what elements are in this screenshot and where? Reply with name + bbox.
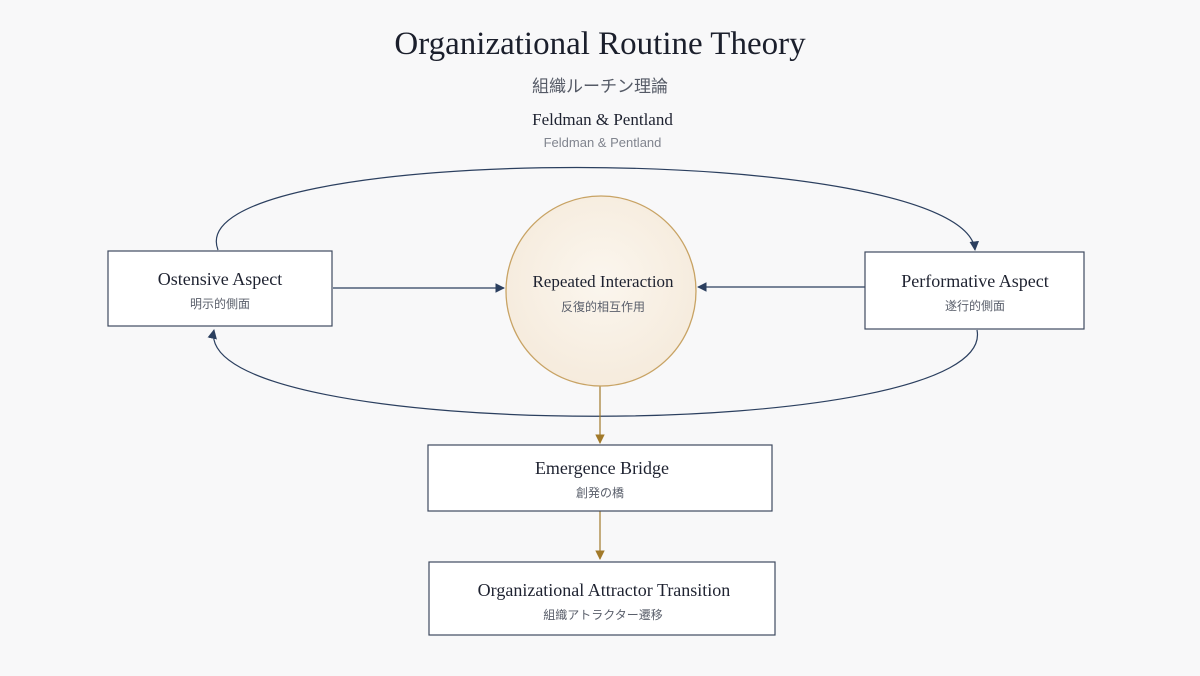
diagram-title: Organizational Routine Theory — [394, 26, 806, 62]
top-loop-arrow — [215, 166, 979, 251]
emergence-bridge-label: Emergence Bridge — [535, 458, 669, 478]
authors-label: Feldman & Pentland — [532, 110, 673, 129]
authors-sublabel: Feldman & Pentland — [543, 135, 662, 150]
repeated-interaction-node: Repeated Interaction 反復的相互作用 — [505, 195, 697, 387]
performative-node: Performative Aspect 遂行的側面 — [864, 251, 1085, 330]
attractor-transition-sublabel: 組織アトラクター遷移 — [543, 608, 663, 622]
emergence-bridge-node: Emergence Bridge 創発の橋 — [427, 444, 773, 512]
repeated-interaction-label: Repeated Interaction — [532, 272, 674, 291]
emergence-bridge-sublabel: 創発の橋 — [576, 486, 624, 500]
attractor-transition-node: Organizational Attractor Transition 組織アト… — [428, 561, 776, 636]
ostensive-label: Ostensive Aspect — [158, 269, 282, 289]
diagram-subtitle: 組織ルーチン理論 — [532, 77, 668, 97]
attractor-transition-label: Organizational Attractor Transition — [478, 580, 731, 600]
performative-label: Performative Aspect — [901, 271, 1048, 291]
ostensive-sublabel: 明示的側面 — [190, 296, 250, 311]
bottom-loop-arrow — [207, 329, 978, 417]
performative-sublabel: 遂行的側面 — [945, 298, 1005, 313]
repeated-interaction-sublabel: 反復的相互作用 — [561, 299, 645, 314]
ostensive-node: Ostensive Aspect 明示的側面 — [107, 250, 333, 327]
